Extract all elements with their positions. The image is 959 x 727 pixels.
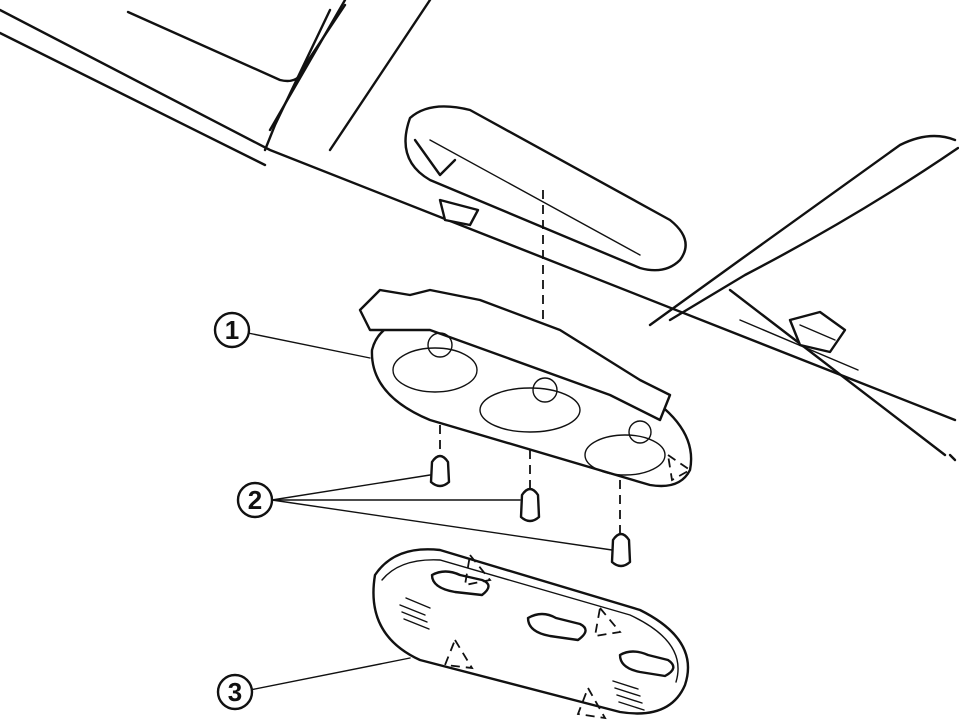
bulb-1 bbox=[429, 454, 451, 488]
visor-clip bbox=[788, 310, 847, 354]
svg-text:1: 1 bbox=[225, 315, 239, 345]
roof-headliner bbox=[0, 0, 959, 462]
callout-3: 3 bbox=[216, 673, 254, 711]
callout-2: 2 bbox=[236, 481, 274, 519]
svg-text:2: 2 bbox=[248, 485, 262, 515]
svg-text:3: 3 bbox=[228, 677, 242, 707]
map-lamp-housing bbox=[358, 288, 693, 488]
bulb-2 bbox=[519, 487, 541, 523]
lens-cover bbox=[372, 548, 690, 720]
sun-visor bbox=[404, 105, 687, 272]
callout-1: 1 bbox=[213, 311, 251, 349]
leader-lines bbox=[247, 332, 613, 691]
bulb-3 bbox=[610, 532, 632, 568]
bulbs bbox=[429, 454, 632, 568]
